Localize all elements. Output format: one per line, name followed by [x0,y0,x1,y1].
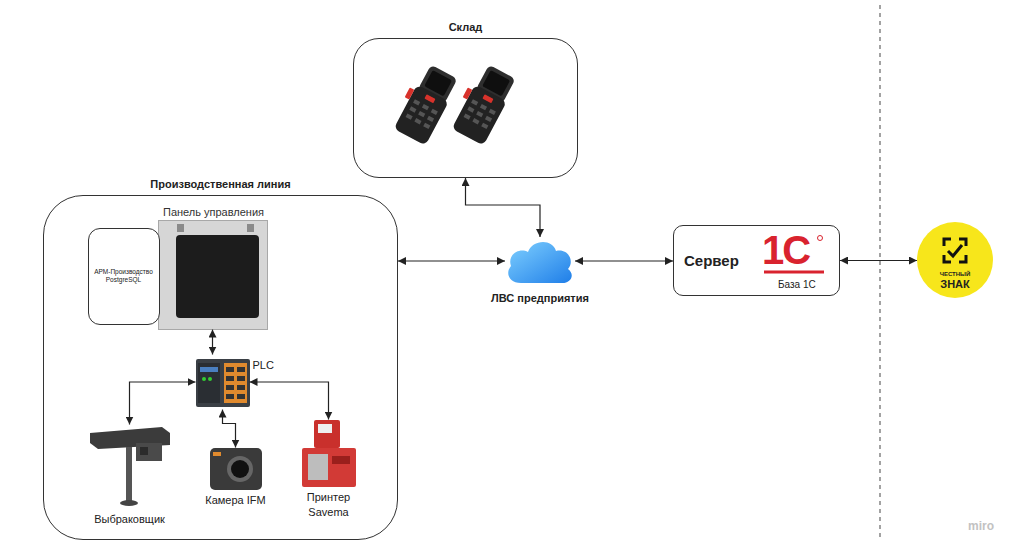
printer-device: Принтер Savema [302,420,356,487]
node-label: Выбраковщик [75,513,185,525]
node-label: ЧЕСТНЫЙ [917,271,993,278]
boundary-line [879,5,880,540]
node-label: Склад [354,21,577,33]
rejector-device: Выбраковщик [90,425,170,510]
node-label: PLC [253,359,274,371]
node-sublabel: 1С [762,228,809,272]
node-label: Камера IFM [186,494,286,506]
camera-device: Камера IFM [210,448,262,490]
node-sublabel: ЗНАК [917,278,993,290]
honest-sign-circle: ЧЕСТНЫЙЗНАК [917,222,993,298]
node-sublabel: База 1С [778,279,816,290]
node-label: АРМ-Производство PostgreSQL [89,229,159,324]
control-panel: Панель управления [158,220,268,330]
camera-illustration [210,448,262,490]
connector-arrow [840,260,917,261]
connector-arrow [398,260,505,261]
printer-illustration [302,420,356,487]
node-label: Принтер Savema [299,490,359,520]
node-label: Сервер [684,252,739,269]
node-label: ЛВС предприятия [470,292,610,304]
connector-arrow [466,178,541,237]
server-box: Сервер 1С База 1С [673,225,840,296]
plc-illustration [196,355,250,410]
network-cloud: ЛВС предприятия [505,237,575,285]
scanner-illustration [354,39,579,179]
cloud-illustration [505,237,575,285]
connector-arrow [575,260,673,261]
warehouse-group: Склад [353,38,578,178]
node-label: Производственная линия [44,178,397,190]
rejector-illustration [90,425,170,510]
node-label: Панель управления [144,206,284,218]
workstation-box: АРМ-Производство PostgreSQL [88,228,160,325]
production-line-group: Производственная линияПанель управленияА… [43,195,398,540]
panel-illustration [159,221,269,331]
watermark: miro [968,519,994,533]
plc-unit: PLC [196,355,250,410]
